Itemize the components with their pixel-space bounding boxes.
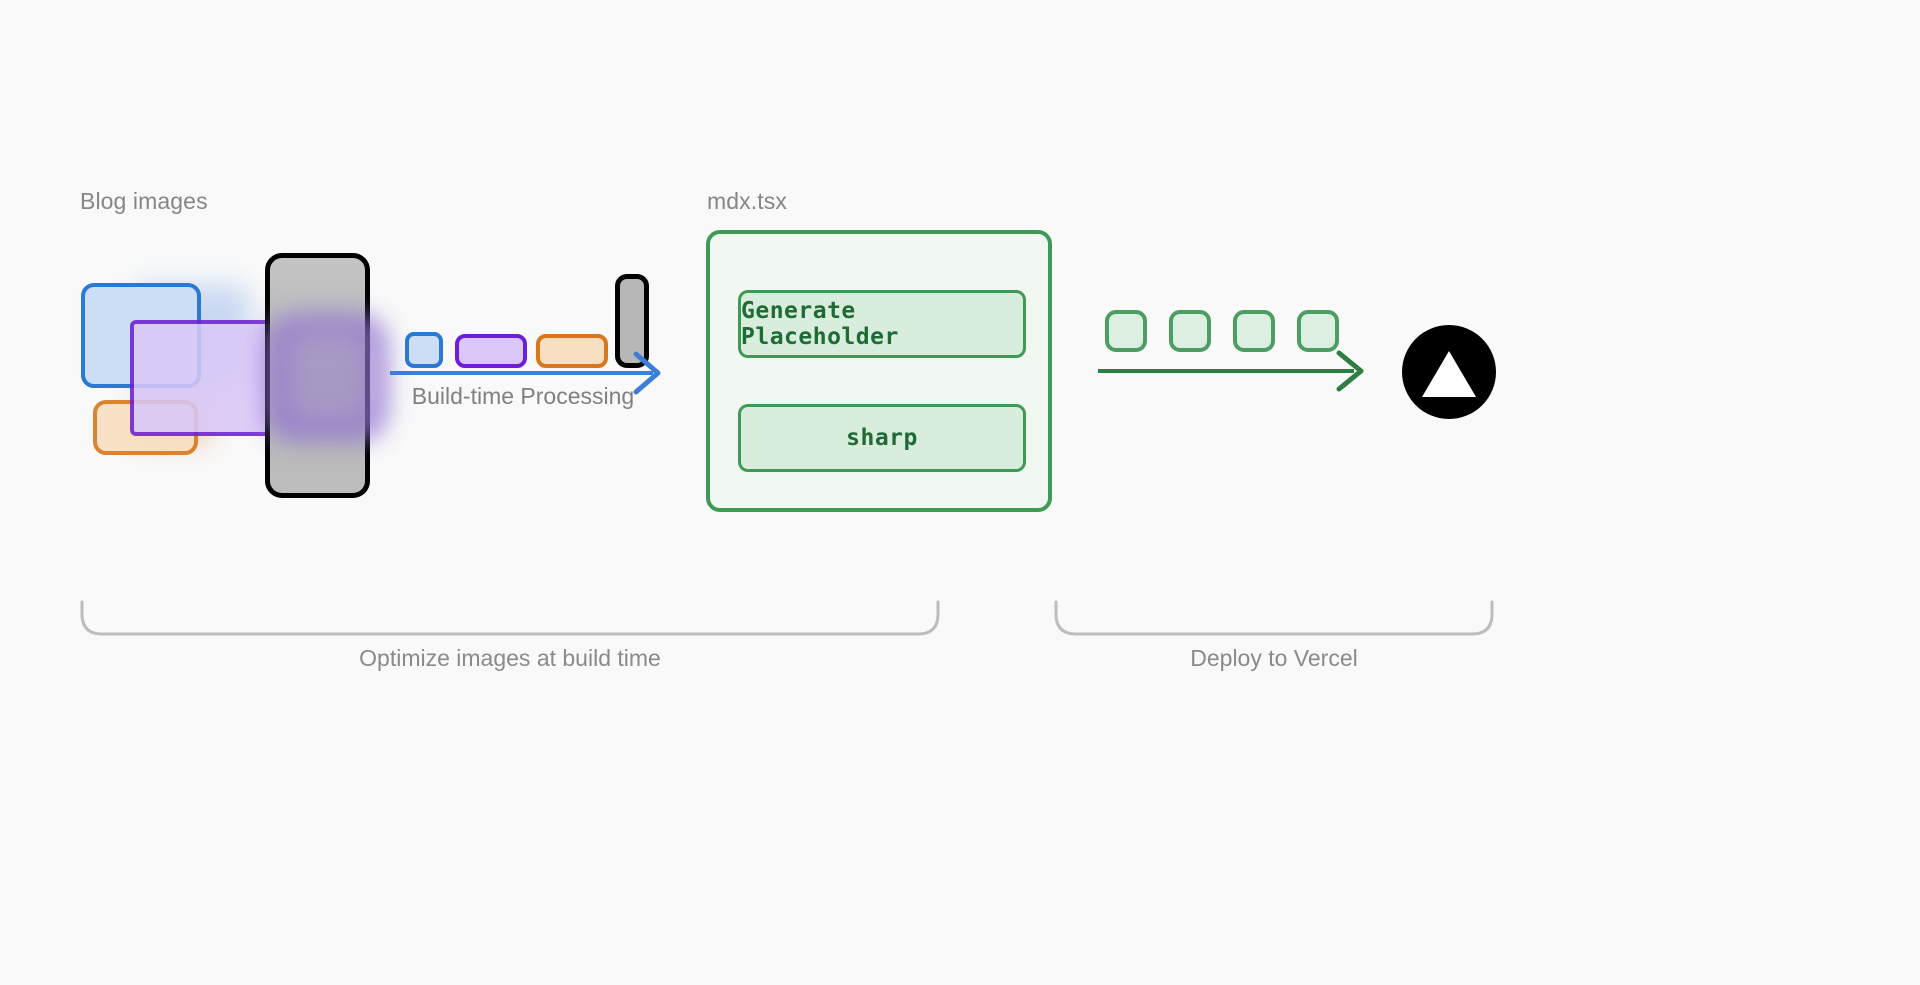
orange-thumb [536, 334, 608, 368]
output-tile-4 [1297, 310, 1339, 352]
deploy-phase-bracket [1054, 600, 1494, 636]
output-tile-3 [1233, 310, 1275, 352]
phone-image [265, 253, 370, 498]
mdx-step-generate-placeholder[interactable]: Generate Placeholder [738, 290, 1026, 358]
vercel-logo [1402, 325, 1496, 419]
build-phase-bracket [80, 600, 940, 636]
output-tile-2 [1169, 310, 1211, 352]
transform-group-label: mdx.tsx [707, 188, 787, 214]
vercel-triangle-icon [1422, 350, 1476, 397]
blue-thumb [405, 332, 443, 368]
optimized-image-row [405, 268, 649, 368]
build-phase-caption: Optimize images at build time [359, 645, 661, 671]
phone-thumb [615, 274, 649, 368]
deploy-phase-caption: Deploy to Vercel [1190, 645, 1358, 671]
mdx-container: Generate Placeholder sharp [706, 230, 1052, 512]
output-tile-row [1105, 310, 1340, 354]
deploy-arrow [1098, 350, 1364, 392]
build-time-arrow-caption: Build-time Processing [411, 383, 635, 409]
mdx-step-sharp[interactable]: sharp [738, 404, 1026, 472]
output-tile-1 [1105, 310, 1147, 352]
build-time-arrow [390, 351, 661, 395]
purple-thumb [455, 334, 527, 368]
source-image-stack [80, 245, 400, 520]
source-group-label: Blog images [80, 188, 208, 214]
